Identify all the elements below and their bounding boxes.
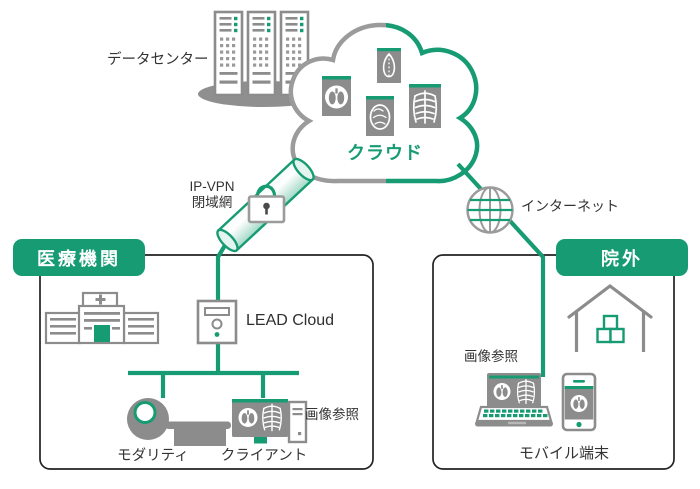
desktop-viewer-icon [232, 399, 308, 444]
house-icon [567, 283, 653, 352]
hospital-zone-title: 医療機関 [13, 239, 145, 276]
vpn-label: IP-VPN 閉域網 [182, 179, 242, 211]
mobile-devices-label: モバイル端末 [518, 445, 609, 462]
external-zone-title: 院外 [556, 239, 688, 276]
hospital-building-icon [44, 291, 160, 345]
globe-icon [466, 186, 514, 234]
server-racks-icon [213, 10, 310, 97]
image-ref-label-hospital: 画像参照 [305, 407, 359, 422]
chest-ct-image-icon [322, 76, 351, 116]
ribcage-xray-image-icon [409, 84, 441, 128]
laptop-viewer-icon [475, 373, 553, 427]
lock-icon [247, 184, 286, 224]
cloud-label: クラウド [347, 143, 423, 163]
torso-scan-image-icon [377, 48, 401, 83]
datacenter-label: データセンター [107, 52, 209, 68]
vpn-label-line1: IP-VPN [189, 179, 235, 194]
internet-label: インターネット [521, 198, 619, 214]
client-label: クライアント [220, 448, 308, 464]
lead-cloud-label: LEAD Cloud [246, 312, 335, 329]
brain-scan-image-icon [366, 96, 394, 136]
vpn-label-line2: 閉域網 [191, 195, 233, 210]
modality-label: モダリティ [117, 448, 189, 464]
image-ref-label-external: 画像参照 [464, 349, 518, 364]
ct-scanner-icon [127, 398, 231, 446]
smartphone-viewer-icon [561, 372, 597, 432]
server-tower-icon [196, 299, 238, 345]
